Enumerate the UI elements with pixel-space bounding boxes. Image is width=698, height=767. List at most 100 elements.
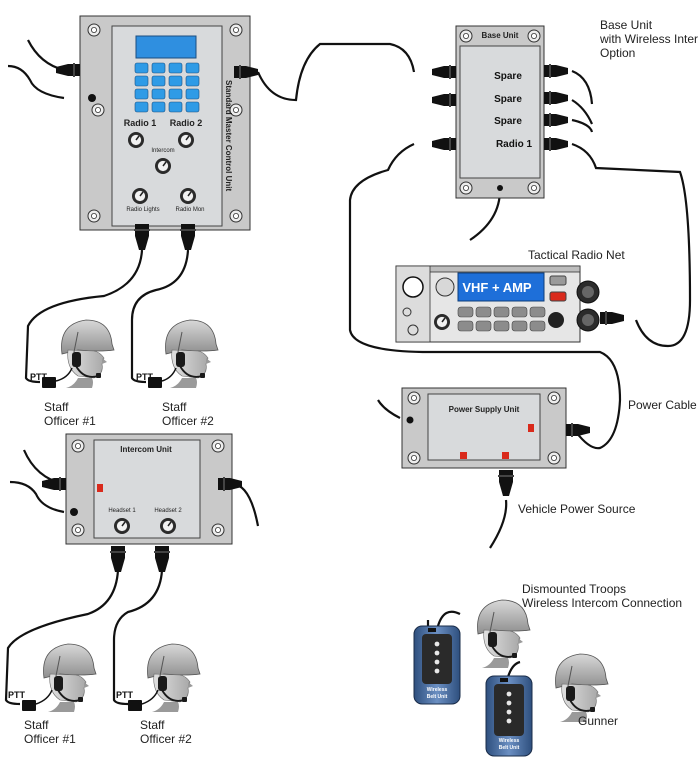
power-led-1 [460, 452, 467, 459]
radio-key[interactable] [475, 306, 492, 318]
radio-mon-knob[interactable] [179, 187, 197, 205]
master-port-bottom-2[interactable] [180, 224, 196, 250]
caption-line: Staff [162, 400, 187, 414]
tactical-radio: VHF + AMP [395, 265, 624, 343]
radio-key[interactable] [529, 320, 546, 332]
staff-officer-1-top-caption: Staff Officer #1 [44, 400, 96, 428]
ptt-switch[interactable] [22, 700, 36, 711]
master-radio-mon-label: Radio Mon [175, 207, 204, 213]
caption-line: Staff [140, 718, 165, 732]
keypad-key[interactable] [134, 62, 149, 74]
base-left-port-2[interactable] [432, 93, 456, 107]
intercom-port-right[interactable] [218, 477, 242, 491]
staff-officer-2-bottom: PTT [116, 643, 201, 713]
cable-intercom-hs1 [4, 569, 120, 706]
radio-key[interactable] [529, 306, 546, 318]
radio-side-button-1[interactable] [549, 275, 567, 286]
master-intercom-label: Intercom [151, 148, 174, 154]
intercom-jack-left[interactable] [70, 508, 78, 516]
cable-intercom-right [231, 482, 260, 527]
power-port-bottom[interactable] [498, 470, 514, 496]
radio1-knob[interactable] [127, 131, 145, 149]
intercom-headset2-label: Headset 2 [154, 508, 182, 514]
base-unit-caption-line3: Option [600, 46, 636, 60]
radio-key[interactable] [511, 306, 528, 318]
staff-officer-1-bottom: PTT [8, 643, 97, 713]
ptt-switch[interactable] [128, 700, 142, 711]
keypad-key[interactable] [185, 101, 200, 113]
power-led-right [528, 424, 534, 432]
base-right-port-3[interactable] [544, 113, 568, 127]
intercom-port-bottom-2[interactable] [154, 546, 170, 572]
keypad-key[interactable] [168, 101, 183, 113]
master-port-bottom-1[interactable] [134, 224, 150, 250]
base-bottom-jack[interactable] [497, 185, 503, 191]
radio-volume-knob[interactable] [548, 312, 564, 328]
power-jack-left[interactable] [406, 416, 414, 424]
cable-intercom-left-mid [9, 480, 65, 514]
cable-master-to-base [256, 42, 416, 102]
base-right-port-4[interactable] [544, 137, 568, 151]
staff-officer-1-bottom-caption: Staff Officer #1 [24, 718, 76, 746]
master-port-right[interactable] [234, 65, 258, 79]
master-jack-left[interactable] [88, 94, 96, 102]
base-port-spare-2: Spare [494, 94, 522, 105]
base-right-port-1[interactable] [544, 64, 568, 78]
base-unit-caption-line1: Base Unit [600, 18, 653, 32]
radio-key[interactable] [511, 320, 528, 332]
cables [4, 39, 692, 706]
intercom-knob[interactable] [154, 157, 172, 175]
keypad-key[interactable] [134, 88, 149, 100]
radio-channel-knob[interactable] [433, 313, 451, 331]
belt-antenna-1b [436, 610, 461, 627]
master-keypad[interactable] [134, 62, 200, 113]
tactical-radio-caption: Tactical Radio Net [528, 248, 625, 262]
radio-key[interactable] [457, 306, 474, 318]
keypad-key[interactable] [185, 75, 200, 87]
intercom-port-left[interactable] [42, 477, 66, 491]
base-left-port-1[interactable] [432, 65, 456, 79]
ptt-label: PTT [116, 690, 134, 700]
base-port-spare-3: Spare [494, 116, 522, 127]
keypad-key[interactable] [168, 62, 183, 74]
keypad-key[interactable] [134, 75, 149, 87]
radio-key[interactable] [493, 320, 510, 332]
power-led-2 [502, 452, 509, 459]
gunner-caption: Gunner [578, 714, 619, 728]
radio-side-button-2[interactable] [549, 291, 567, 302]
intercom-headset1-label: Headset 1 [108, 508, 136, 514]
radio-display [457, 272, 545, 302]
keypad-key[interactable] [151, 75, 166, 87]
belt-unit-label: Wireless [499, 738, 520, 744]
dismounted-caption-line2: Wireless Intercom Connection [522, 596, 683, 610]
keypad-key[interactable] [185, 62, 200, 74]
intercom-port-bottom-1[interactable] [110, 546, 126, 572]
headset1-knob[interactable] [113, 517, 131, 535]
power-supply-unit: Power Supply Unit [401, 387, 590, 496]
vehicle-power-caption: Vehicle Power Source [518, 502, 636, 516]
power-supply-title: Power Supply Unit [449, 405, 520, 414]
keypad-key[interactable] [168, 88, 183, 100]
caption-line: Officer #1 [44, 414, 96, 428]
keypad-key[interactable] [185, 88, 200, 100]
headset2-knob[interactable] [159, 517, 177, 535]
radio-keypad[interactable] [457, 306, 546, 332]
belt-antenna-2 [506, 660, 521, 678]
keypad-key[interactable] [168, 75, 183, 87]
keypad-key[interactable] [134, 101, 149, 113]
radio-key[interactable] [475, 320, 492, 332]
radio-key[interactable] [457, 320, 474, 332]
master-port-left[interactable] [56, 63, 80, 77]
keypad-key[interactable] [151, 101, 166, 113]
radio2-knob[interactable] [177, 131, 195, 149]
power-port-right[interactable] [566, 423, 590, 437]
base-port-radio1: Radio 1 [496, 139, 533, 150]
radio-lights-knob[interactable] [131, 187, 149, 205]
radio-cable-plug[interactable] [600, 311, 624, 325]
keypad-key[interactable] [151, 62, 166, 74]
base-left-port-3[interactable] [432, 137, 456, 151]
base-right-port-2[interactable] [544, 91, 568, 105]
keypad-key[interactable] [151, 88, 166, 100]
radio-key[interactable] [493, 306, 510, 318]
master-title: Standard Master Control Unit [224, 80, 233, 191]
